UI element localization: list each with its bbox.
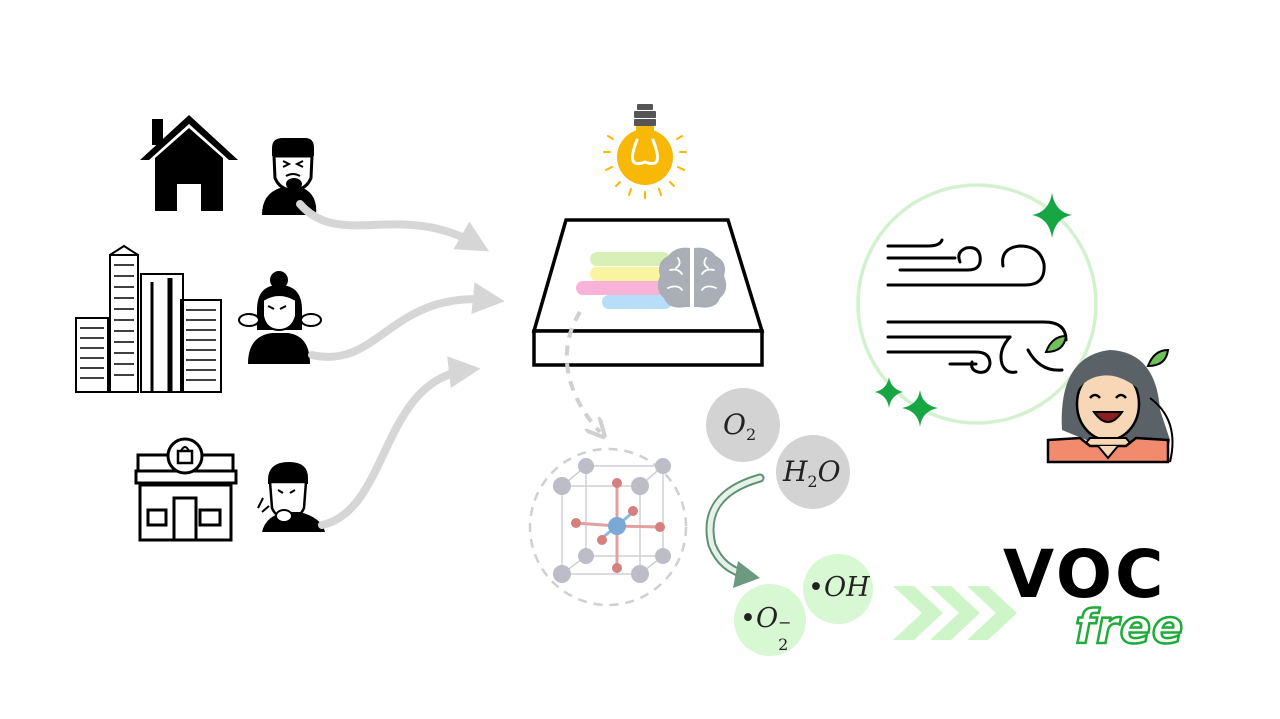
buildings-icon	[75, 244, 222, 393]
house-icon	[140, 115, 238, 211]
free-label: free	[1074, 599, 1185, 656]
oh-radical-circle	[803, 554, 873, 624]
sparkle-icon	[875, 193, 1072, 427]
chevrons-icon	[893, 586, 1017, 640]
wind-icon	[886, 238, 1068, 374]
superoxide-radical-label: •O−2	[740, 603, 792, 654]
flow-arrow-buildings	[308, 282, 505, 361]
coughing-boy-icon	[257, 462, 325, 532]
dashed-arrow	[564, 310, 600, 432]
sneezing-woman-icon	[238, 271, 322, 364]
brain-icon	[657, 247, 727, 308]
coughing-man-icon	[262, 138, 317, 215]
catalyst-plate-icon	[531, 218, 765, 367]
flow-arrows	[296, 200, 505, 529]
o2-label: O2	[723, 408, 757, 444]
happy-woman-icon	[1046, 350, 1174, 464]
leaf-icon	[1044, 334, 1170, 368]
oh-radical-label: •OH	[808, 572, 870, 603]
h2o-circle	[776, 435, 850, 509]
flow-arrow-house	[296, 200, 490, 252]
voc-title: VOC	[1003, 536, 1167, 613]
h2o-label: H2O	[783, 455, 841, 491]
crystal-lattice-icon	[528, 447, 688, 607]
o2-circle	[706, 388, 780, 462]
shop-icon	[134, 437, 238, 542]
light-bulb-icon	[603, 104, 687, 199]
wind-circle	[856, 183, 1098, 425]
conversion-arrow	[705, 473, 765, 588]
flow-arrow-shop	[318, 356, 481, 529]
superoxide-radical-circle	[734, 584, 806, 656]
